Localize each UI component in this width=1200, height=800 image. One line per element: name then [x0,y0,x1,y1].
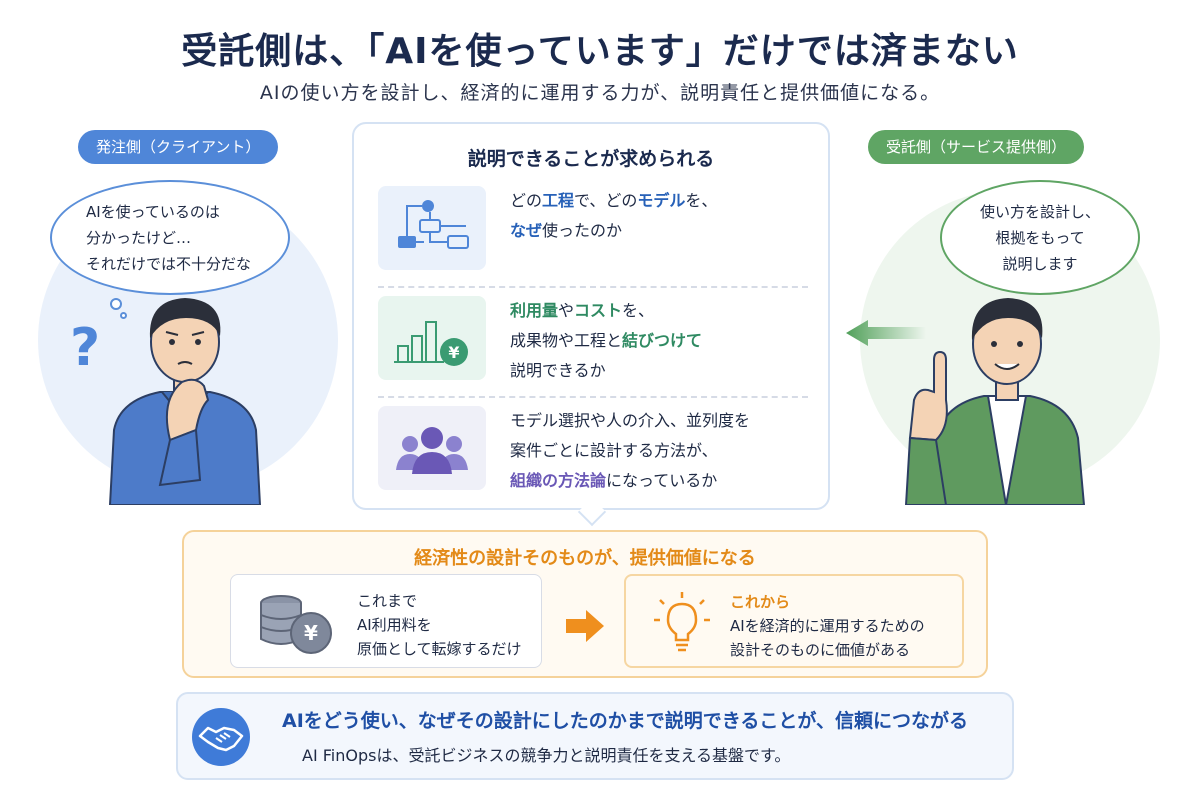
before-card: ¥ これまで AI利用料を 原価として転嫁するだけ [230,574,542,668]
after-card-text: これから AIを経済的に運用するための 設計そのものに価値がある [730,593,925,659]
workflow-diagram-icon [378,186,486,270]
arrow-left-icon [846,320,926,346]
thought-dot [110,298,122,310]
handshake-icon [192,708,250,766]
page-subtitle: AIの使い方を設計し、経済的に運用する力が、説明責任と提供価値になる。 [259,82,941,104]
economic-design-box: 経済性の設計そのものが、提供価値になる ¥ これまで AI利用料を 原価として転… [182,530,988,678]
panel-pointer [577,497,607,527]
lightbulb-icon [654,592,710,652]
provider-speech-line: 根拠をもって [995,228,1085,247]
client-label: 発注側（クライアント） [78,130,279,164]
client-speech-line: それだけでは不十分だな [86,254,252,273]
svg-text:¥: ¥ [304,621,318,645]
explanation-text: 利用量やコストを、 成果物や工程と結びつけて 説明できるか [510,301,703,380]
explanation-text: モデル選択や人の介入、並列度を 案件ごとに設計する方法が、 組織の方法論になって… [510,411,751,490]
provider-label: 受託側（サービス提供側） [868,130,1085,164]
provider-speech-line: 説明します [1002,254,1078,273]
provider-speech-line: 使い方を設計し、 [979,202,1100,221]
coins-yen-icon: ¥ [260,595,332,654]
dashed-divider [378,286,808,288]
question-mark-icon: ? [70,318,101,378]
after-card: これから AIを経済的に運用するための 設計そのものに価値がある [624,574,964,668]
dashed-divider [378,396,808,398]
explanation-text: どの工程で、どのモデルを、 なぜ使ったのか [510,191,718,240]
conclusion-main: AIをどう使い、なぜその設計にしたのかまで説明できることが、信頼につながる [282,710,969,732]
arrow-right-icon [566,610,604,642]
economic-design-title: 経済性の設計そのものが、提供価値になる [414,548,756,569]
conclusion-sub: AI FinOpsは、受託ビジネスの競争力と説明責任を支える基盤です。 [302,746,791,765]
before-card-text: これまで AI利用料を 原価として転嫁するだけ [357,592,522,658]
client-person-illustration [108,298,262,505]
conclusion-box: AIをどう使い、なぜその設計にしたのかまで説明できることが、信頼につながる AI… [176,692,1014,780]
bar-chart-yen-icon: ¥ [378,296,486,380]
team-people-icon [378,406,486,490]
explanation-panel: 説明できることが求められる どの工程で、どのモデルを、 なぜ使ったのか [352,122,830,527]
client-speech-bubble: AIを使っているのは 分かったけど… それだけでは不十分だな [50,180,290,295]
explanation-panel-title: 説明できることが求められる [467,148,715,170]
page-title: 受託側は、「AIを使っています」だけでは済まない [181,31,1019,72]
provider-speech-bubble: 使い方を設計し、 根拠をもって 説明します [940,180,1140,295]
thought-dot [120,312,127,319]
provider-person-illustration [904,298,1086,505]
svg-text:¥: ¥ [448,343,459,362]
client-speech-line: AIを使っているのは [86,202,220,221]
client-speech-line: 分かったけど… [86,228,192,247]
